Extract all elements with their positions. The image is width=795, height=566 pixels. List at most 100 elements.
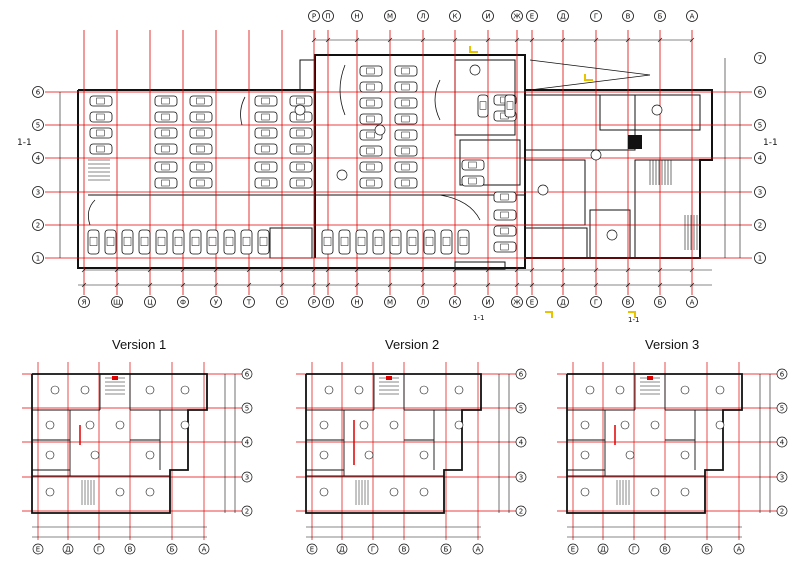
parked-car <box>394 113 418 125</box>
axis-label: П <box>325 299 330 307</box>
axis-label: Щ <box>113 299 121 307</box>
axis-bubble-bottom: П <box>322 296 334 308</box>
dimension-tick <box>114 282 120 288</box>
axis-label: Г <box>594 13 598 21</box>
version-room-tag <box>90 450 100 460</box>
version-axis-label: А <box>737 546 742 554</box>
room-tag <box>294 104 306 116</box>
version-axis-bubble: 3 <box>776 471 788 483</box>
parked-car <box>138 229 151 255</box>
dimension-tick <box>246 267 252 273</box>
version-axis-label: 2 <box>245 508 249 516</box>
dimension-tick <box>81 267 87 273</box>
version-axis-bubble: 6 <box>515 368 527 380</box>
version-axis-label: В <box>128 546 133 554</box>
axis-bubble-bottom: М <box>384 296 396 308</box>
dimension-tick <box>452 282 458 288</box>
parked-car <box>289 161 313 173</box>
axis-label: М <box>387 13 393 21</box>
axis-label: Ф <box>180 299 186 307</box>
version-axis-label: Е <box>36 546 40 554</box>
axis-bubble-bottom: Щ <box>111 296 123 308</box>
version-axis-bubble: Е <box>567 543 579 555</box>
version-axis-label: Б <box>705 546 710 554</box>
version-axis-bubble: Г <box>93 543 105 555</box>
version-axis-bubble: 4 <box>241 436 253 448</box>
version-room-tag <box>80 385 90 395</box>
parked-car <box>493 241 517 253</box>
axis-label: Т <box>246 299 252 307</box>
version-room-tag <box>585 385 595 395</box>
version-room-tag <box>389 420 399 430</box>
dimension-tick <box>213 282 219 288</box>
version-room-tag <box>715 420 725 430</box>
dimension-tick <box>514 267 520 273</box>
axis-bubble-bottom: С <box>276 296 288 308</box>
version-axis-label: 6 <box>519 371 524 379</box>
version-room-tag <box>625 450 635 460</box>
axis-label: 3 <box>36 189 40 197</box>
version-axis-bubble: Д <box>62 543 74 555</box>
version-room-tag <box>419 385 429 395</box>
axis-bubble-top: П <box>322 10 334 22</box>
version-room-tag <box>419 450 429 460</box>
parked-car <box>89 95 113 107</box>
dimension-tick <box>560 282 566 288</box>
version-axis-label: Б <box>444 546 449 554</box>
version-axis-label: В <box>663 546 668 554</box>
version-room-tag <box>145 450 155 460</box>
version-room-tag <box>419 487 429 497</box>
parked-car <box>394 161 418 173</box>
parked-car <box>189 161 213 173</box>
axis-bubble-left: 5 <box>32 119 44 131</box>
axis-bubble-bottom: Е <box>526 296 538 308</box>
dimension-tick <box>485 282 491 288</box>
version-room-tag <box>454 420 464 430</box>
axis-bubble-top: Г <box>590 10 602 22</box>
version-axis-bubble: Д <box>336 543 348 555</box>
parked-car <box>154 111 178 123</box>
dimension-tick <box>279 282 285 288</box>
axis-label: Б <box>658 13 663 21</box>
dimension-tick <box>354 267 360 273</box>
axis-label: В <box>626 299 631 307</box>
version-room-tag <box>145 487 155 497</box>
staircase <box>88 159 110 181</box>
dimension-tick <box>180 282 186 288</box>
parked-car <box>154 177 178 189</box>
version-room-tag <box>680 450 690 460</box>
axis-label: 6 <box>36 89 41 97</box>
dimension-tick <box>311 282 317 288</box>
version-axis-bubble: Б <box>440 543 452 555</box>
dimension-tick <box>529 282 535 288</box>
version-axis-bubble: 5 <box>776 402 788 414</box>
parked-car <box>359 97 383 109</box>
dimension-tick <box>593 282 599 288</box>
axis-label: 2 <box>758 222 762 230</box>
parked-car <box>189 177 213 189</box>
parked-car <box>423 229 436 255</box>
axis-bubble-bottom: Н <box>351 296 363 308</box>
dimension-tick <box>452 267 458 273</box>
axis-label: И <box>485 13 490 21</box>
axis-label: 5 <box>36 122 40 130</box>
axis-bubble-bottom: Д <box>557 296 569 308</box>
version-axis-label: А <box>202 546 207 554</box>
parked-car <box>394 145 418 157</box>
room-tag <box>469 64 481 76</box>
axis-label: С <box>280 299 285 307</box>
axis-label: 7 <box>758 55 762 63</box>
parked-car <box>394 177 418 189</box>
dimension-tick <box>354 282 360 288</box>
version-axis-label: 3 <box>780 474 784 482</box>
parked-car <box>359 145 383 157</box>
axis-label: Д <box>560 13 566 21</box>
axis-label: 5 <box>758 122 762 130</box>
version-1-title: Version 1 <box>112 337 167 352</box>
dimension-tick <box>114 267 120 273</box>
version-room-tag <box>354 385 364 395</box>
dimension-tick <box>387 37 393 43</box>
